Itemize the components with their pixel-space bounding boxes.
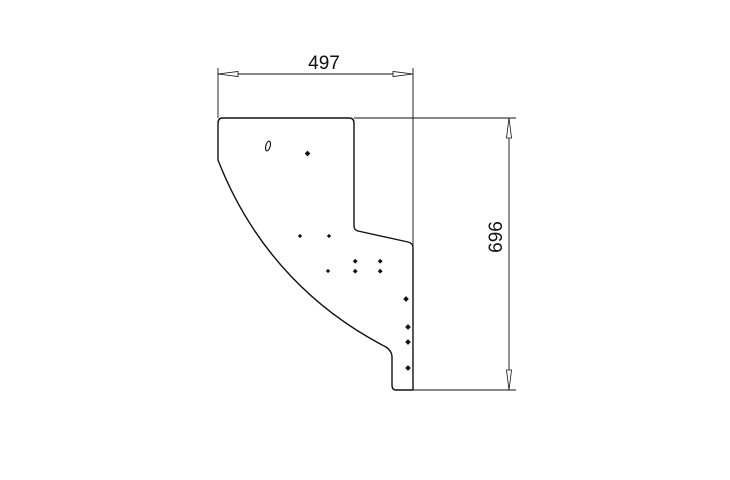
hole xyxy=(352,258,358,264)
width-arrow-left xyxy=(217,71,239,77)
width-dimension-label: 497 xyxy=(308,53,340,74)
hole xyxy=(405,365,411,371)
hole xyxy=(403,296,409,302)
hole xyxy=(326,233,332,239)
hole xyxy=(405,324,411,330)
hole xyxy=(377,258,383,264)
hole xyxy=(377,268,383,274)
height-arrow-bottom xyxy=(506,369,512,391)
hole xyxy=(405,339,411,345)
width-arrow-right xyxy=(392,71,414,77)
holes xyxy=(297,150,411,371)
hole xyxy=(297,233,303,239)
height-arrow-top xyxy=(506,117,512,139)
slot-hole xyxy=(264,140,272,152)
hole xyxy=(325,268,331,274)
part-outline xyxy=(217,117,414,391)
hole xyxy=(352,268,358,274)
hole xyxy=(304,150,311,157)
width-dimension: 497 xyxy=(217,53,414,390)
height-dimension-label: 696 xyxy=(486,221,507,253)
height-dimension: 696 xyxy=(354,117,516,391)
